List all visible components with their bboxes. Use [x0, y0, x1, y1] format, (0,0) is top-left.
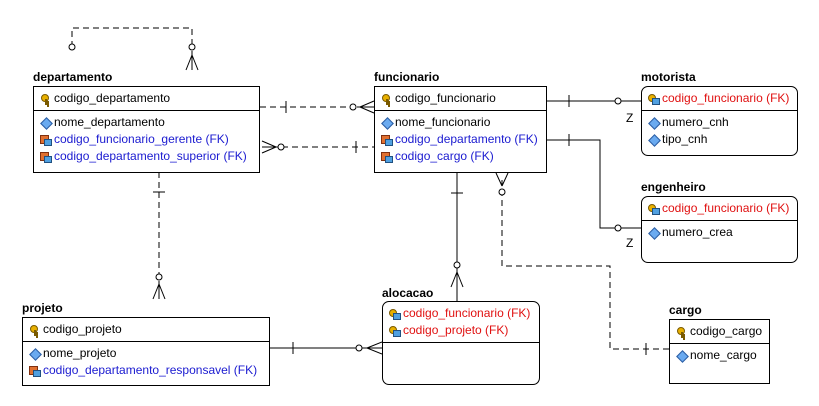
departamento-attr: nome_departamento — [54, 115, 165, 129]
rel-departamento-self — [71, 27, 193, 47]
motorista-entity[interactable]: codigo_funcionario (FK) numero_cnh tipo_… — [641, 86, 798, 156]
alocacao-pk: codigo_funcionario (FK) — [403, 306, 531, 320]
rel-self-optional-a — [68, 43, 76, 51]
fk-pk-icon — [648, 93, 660, 105]
projeto-pk: codigo_projeto — [43, 322, 122, 336]
departamento-pk-row: codigo_departamento — [40, 90, 259, 107]
key-icon — [40, 93, 52, 105]
rel-cargo — [501, 180, 669, 350]
funcionario-pk: codigo_funcionario — [395, 91, 496, 105]
key-icon — [29, 324, 41, 336]
funcionario-fk: codigo_cargo (FK) — [395, 149, 494, 163]
alocacao-pk: codigo_projeto (FK) — [403, 323, 509, 337]
projeto-attr: nome_projeto — [43, 346, 117, 360]
engenheiro-pk: codigo_funcionario (FK) — [662, 201, 790, 215]
engenheiro-cardinality: Z — [626, 236, 634, 250]
cargo-title: cargo — [669, 303, 702, 317]
engenheiro-entity[interactable]: codigo_funcionario (FK) numero_crea — [641, 196, 798, 263]
attribute-icon — [381, 117, 393, 129]
cargo-entity[interactable]: codigo_cargo nome_cargo — [669, 319, 770, 384]
foreign-key-icon — [381, 151, 393, 163]
funcionario-title: funcionario — [374, 70, 440, 84]
fk-pk-icon — [389, 308, 401, 320]
departamento-pk: codigo_departamento — [54, 91, 171, 105]
attribute-icon — [648, 134, 660, 146]
cargo-pk: codigo_cargo — [690, 324, 763, 338]
motorista-title: motorista — [641, 70, 696, 84]
funcionario-entity[interactable]: codigo_funcionario nome_funcionario codi… — [374, 86, 547, 173]
attribute-icon — [676, 350, 688, 362]
cargo-attr: nome_cargo — [690, 348, 757, 362]
fk-pk-icon — [648, 203, 660, 215]
engenheiro-attr: numero_crea — [662, 225, 733, 239]
motorista-attr: numero_cnh — [662, 115, 729, 129]
funcionario-attr: nome_funcionario — [395, 115, 491, 129]
fk-pk-icon — [389, 325, 401, 337]
departamento-fk: codigo_departamento_superior (FK) — [54, 149, 247, 163]
engenheiro-title: engenheiro — [641, 180, 706, 194]
key-icon — [381, 93, 393, 105]
departamento-entity[interactable]: codigo_departamento nome_departamento co… — [33, 86, 260, 173]
rel-engenheiro — [547, 139, 641, 229]
foreign-key-icon — [40, 134, 52, 146]
attribute-icon — [648, 227, 660, 239]
motorista-attr: tipo_cnh — [662, 132, 708, 146]
departamento-title: departamento — [33, 70, 113, 84]
motorista-pk: codigo_funcionario (FK) — [662, 91, 790, 105]
foreign-key-icon — [40, 151, 52, 163]
foreign-key-icon — [381, 134, 393, 146]
projeto-entity[interactable]: codigo_projeto nome_projeto codigo_depar… — [22, 317, 270, 386]
departamento-fk: codigo_funcionario_gerente (FK) — [54, 132, 229, 146]
rel-self-optional-b — [188, 43, 196, 51]
alocacao-entity[interactable]: codigo_funcionario (FK) codigo_projeto (… — [382, 301, 540, 385]
key-icon — [676, 326, 688, 338]
projeto-fk: codigo_departamento_responsavel (FK) — [43, 363, 258, 377]
funcionario-fk: codigo_departamento (FK) — [395, 132, 538, 146]
foreign-key-icon — [29, 365, 41, 377]
attribute-icon — [29, 348, 41, 360]
motorista-cardinality: Z — [626, 111, 634, 125]
alocacao-title: alocacao — [382, 286, 434, 300]
attribute-icon — [40, 117, 52, 129]
attribute-icon — [648, 117, 660, 129]
projeto-title: projeto — [22, 301, 63, 315]
